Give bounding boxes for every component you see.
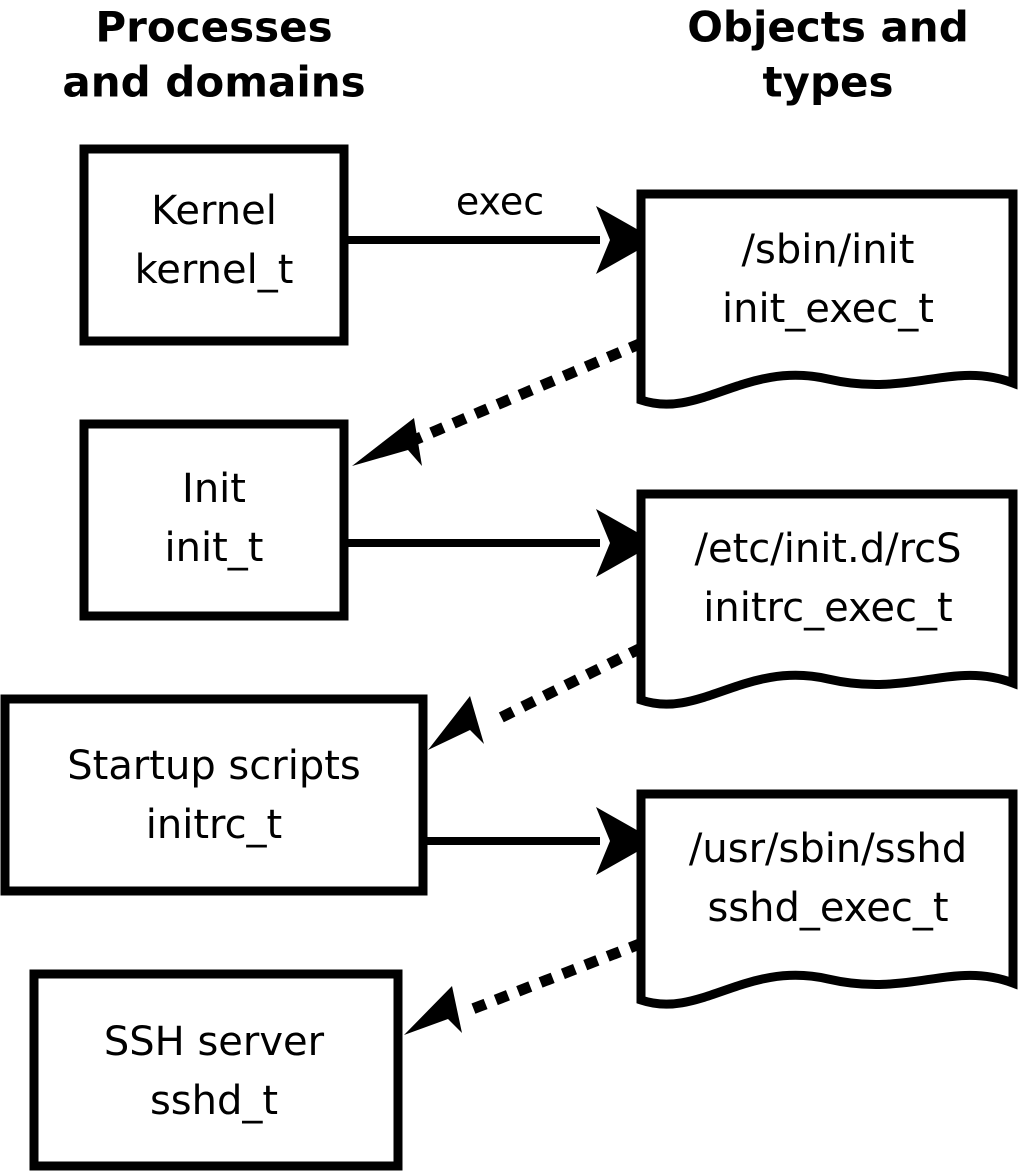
edge-line: [404, 337, 645, 449]
header-processes-line2: and domains: [62, 58, 365, 107]
object-node-sshd-exec[interactable]: /usr/sbin/sshd sshd_exec_t: [636, 789, 1018, 1009]
node-label-line1: Init: [182, 466, 246, 512]
document-shape: [636, 189, 1018, 409]
node-label-line1: Startup scripts: [67, 743, 360, 789]
node-label-line2: initrc_t: [146, 802, 283, 848]
header-objects-line2: types: [762, 58, 893, 107]
edge-label-exec: exec: [456, 180, 544, 224]
node-label-line1: /etc/init.d/rcS: [694, 526, 961, 572]
node-label-line2: initrc_exec_t: [703, 585, 952, 631]
node-label-line2: init_t: [165, 525, 264, 571]
edge-init-exec-transition-init: [352, 337, 645, 466]
node-label-line2: init_exec_t: [722, 286, 934, 332]
process-node-ssh-server[interactable]: SSH server sshd_t: [29, 969, 403, 1171]
object-node-initrc-exec[interactable]: /etc/init.d/rcS initrc_exec_t: [636, 489, 1018, 709]
node-box: [79, 144, 349, 346]
node-label-line2: sshd_t: [150, 1078, 278, 1124]
edge-line: [462, 937, 645, 1018]
node-label-line1: /usr/sbin/sshd: [689, 826, 967, 872]
process-node-init[interactable]: Init init_t: [79, 419, 349, 621]
arrow-head-right: [596, 807, 656, 875]
edge-kernel-exec-init-exec: exec: [348, 180, 656, 274]
arrow-head-left: [404, 986, 462, 1035]
arrow-head-left: [428, 696, 484, 750]
header-processes-line1: Processes: [95, 3, 332, 52]
arrow-head-right: [596, 509, 656, 577]
object-node-init-exec[interactable]: /sbin/init init_exec_t: [636, 189, 1018, 409]
node-label-line2: sshd_exec_t: [707, 885, 948, 931]
arrow-head-right: [596, 206, 656, 274]
document-shape: [636, 489, 1018, 709]
node-box: [29, 969, 403, 1171]
node-label-line1: /sbin/init: [742, 227, 915, 273]
column-header-processes: Processes and domains: [62, 3, 365, 107]
arrow-head-left: [352, 418, 422, 466]
node-label-line1: Kernel: [151, 188, 277, 234]
edge-line: [484, 642, 645, 730]
column-header-objects: Objects and types: [687, 3, 969, 107]
process-node-kernel[interactable]: Kernel kernel_t: [79, 144, 349, 346]
header-objects-line1: Objects and: [687, 3, 969, 52]
node-label-line1: SSH server: [104, 1019, 325, 1065]
node-box: [0, 694, 428, 896]
document-shape: [636, 789, 1018, 1009]
edge-initrc-exec-transition-initrc: [428, 642, 645, 750]
edge-init-exec-initrc-exec: [348, 509, 656, 577]
node-box: [79, 419, 349, 621]
process-node-startup-scripts[interactable]: Startup scripts initrc_t: [0, 694, 428, 896]
edge-initrc-exec-sshd-exec: [427, 807, 656, 875]
edge-sshd-exec-transition-sshd: [404, 937, 645, 1035]
node-label-line2: kernel_t: [135, 247, 294, 293]
